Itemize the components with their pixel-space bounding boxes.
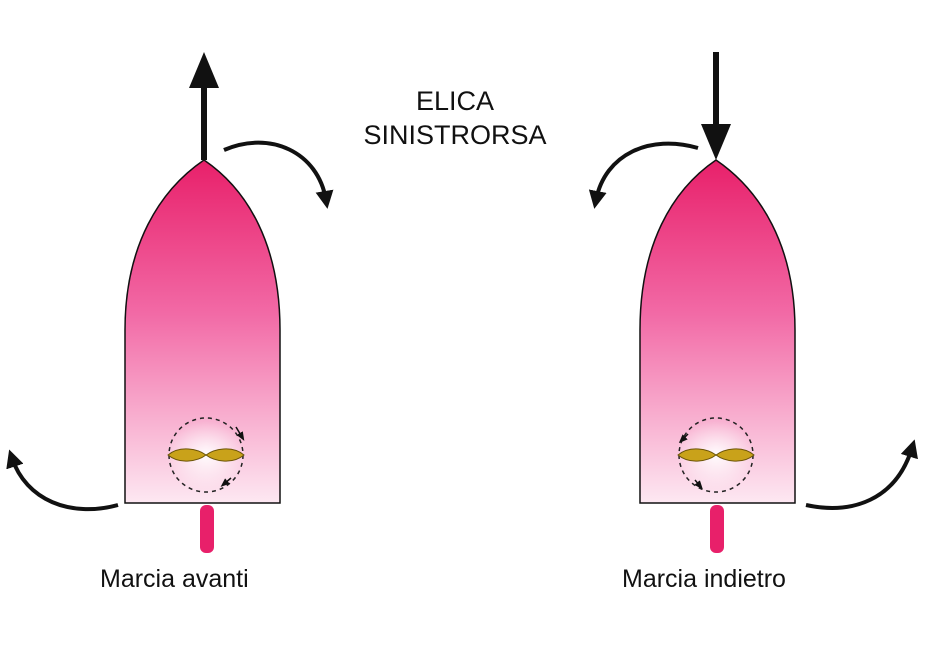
right-thrust-arrow-icon: [701, 52, 731, 160]
left-hull: [124, 159, 281, 504]
left-rudder: [200, 505, 214, 553]
diagram-title: ELICA SINISTRORSA: [330, 84, 580, 152]
right-boat: [588, 52, 918, 553]
left-boat: [6, 52, 334, 553]
left-bow-turn-arrow-icon: [223, 140, 334, 209]
right-propeller-icon: [677, 417, 755, 493]
right-hull: [639, 159, 796, 504]
title-line-1: ELICA: [415, 86, 495, 116]
right-caption: Marcia indietro: [622, 565, 786, 593]
right-bow-turn-arrow-icon: [588, 141, 699, 209]
left-stern-turn-arrow-icon: [6, 449, 119, 512]
left-caption: Marcia avanti: [100, 565, 249, 593]
title-line-2: SINISTRORSA: [363, 120, 547, 150]
right-stern-turn-arrow-icon: [805, 439, 918, 510]
right-rudder: [710, 505, 724, 553]
left-propeller-icon: [167, 417, 245, 493]
left-thrust-arrow-icon: [189, 52, 219, 160]
